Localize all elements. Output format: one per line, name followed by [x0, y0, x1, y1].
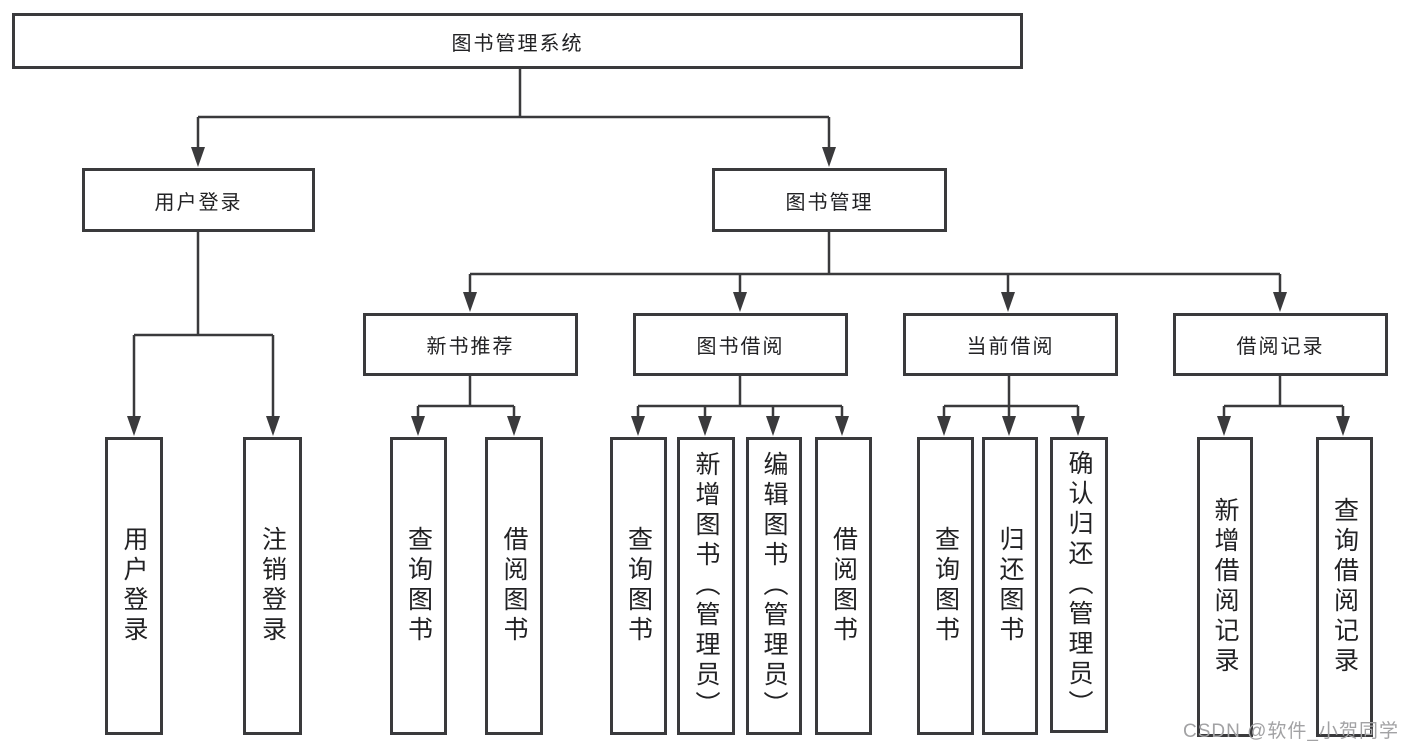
csdn-watermark: CSDN @软件_小贺同学	[1183, 721, 1399, 742]
arrow-icon	[1071, 416, 1085, 436]
connector-book-borrow-children	[636, 376, 844, 419]
arrow-icon	[1001, 292, 1015, 312]
node-user-login: 用户登录	[82, 168, 315, 232]
node-current-borrow: 当前借阅	[903, 313, 1118, 376]
leaf-add-books-admin: 新增图书（管理员）	[677, 437, 735, 735]
node-new-book-recommend: 新书推荐	[363, 313, 578, 376]
leaf-query-books-2: 查询图书	[610, 437, 667, 735]
arrow-icon	[766, 416, 780, 436]
connector-current-borrow-children	[942, 376, 1080, 419]
arrow-icon	[463, 292, 477, 312]
arrow-icon	[1336, 416, 1350, 436]
arrow-icon	[1002, 416, 1016, 436]
leaf-user-login: 用户登录	[105, 437, 163, 735]
arrow-icon	[507, 416, 521, 436]
arrow-icon	[411, 416, 425, 436]
arrow-icon	[835, 416, 849, 436]
arrowheads	[127, 147, 1350, 436]
arrow-icon	[191, 147, 205, 167]
connector-borrow-records-children	[1222, 376, 1345, 419]
node-book-borrow: 图书借阅	[633, 313, 848, 376]
arrow-icon	[698, 416, 712, 436]
leaf-borrow-books-1: 借阅图书	[485, 437, 543, 735]
leaf-logout: 注销登录	[243, 437, 302, 735]
arrow-icon	[127, 416, 141, 436]
node-book-management: 图书管理	[712, 168, 947, 232]
leaf-add-borrow-record: 新增借阅记录	[1197, 437, 1253, 737]
arrow-icon	[733, 292, 747, 312]
connector-book-management-children	[468, 232, 1282, 295]
arrow-icon	[1217, 416, 1231, 436]
leaf-edit-books-admin: 编辑图书（管理员）	[746, 437, 802, 735]
arrow-icon	[822, 147, 836, 167]
arrow-icon	[266, 416, 280, 436]
node-library-management-system: 图书管理系统	[12, 13, 1023, 69]
arrow-icon	[937, 416, 951, 436]
leaf-confirm-return-admin: 确认归还（管理员）	[1050, 437, 1108, 733]
leaf-return-books: 归还图书	[982, 437, 1038, 735]
connector-root-to-level2	[196, 69, 831, 150]
connector-new-book-children	[416, 376, 516, 419]
node-borrow-records: 借阅记录	[1173, 313, 1388, 376]
connector-user-login-children	[132, 232, 275, 419]
leaf-query-books-1: 查询图书	[390, 437, 447, 735]
arrow-icon	[1273, 292, 1287, 312]
arrow-icon	[631, 416, 645, 436]
leaf-query-books-3: 查询图书	[917, 437, 974, 735]
leaf-borrow-books-2: 借阅图书	[815, 437, 872, 735]
leaf-query-borrow-record: 查询借阅记录	[1316, 437, 1373, 737]
